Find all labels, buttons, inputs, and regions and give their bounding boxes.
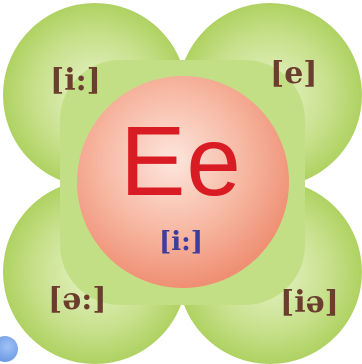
- center-circle: [77, 76, 289, 288]
- center-letter: Ee: [120, 106, 242, 216]
- phonetic-top-left: [i:]: [50, 63, 101, 98]
- center-phonetic: [i:]: [158, 227, 204, 257]
- phonetic-top-right: [e]: [270, 56, 318, 91]
- corner-dot-decoration: [0, 336, 18, 362]
- phonetic-bottom-right: [iə]: [280, 285, 339, 320]
- phonetic-bottom-left: [ə:]: [48, 282, 107, 317]
